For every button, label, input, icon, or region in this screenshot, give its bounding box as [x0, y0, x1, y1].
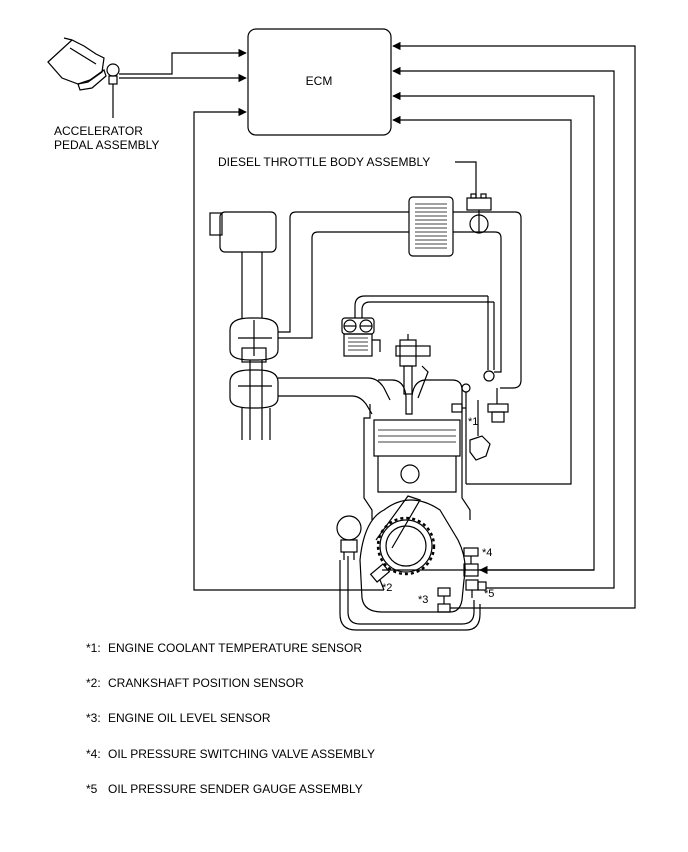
- callout-2: *2: [382, 582, 392, 594]
- ecm-label: ECM: [306, 74, 333, 88]
- callout-1: *1: [468, 416, 478, 428]
- legend-text: ENGINE OIL LEVEL SENSOR: [108, 711, 271, 725]
- sensor-signal-lines: [193, 41, 636, 609]
- legend-text: ENGINE COOLANT TEMPERATURE SENSOR: [108, 641, 363, 655]
- legend-item-3: *3: ENGINE OIL LEVEL SENSOR: [86, 711, 271, 725]
- crankshaft-sensor-icon: [369, 563, 391, 591]
- oil-pressure-sender-icon: [465, 579, 487, 598]
- callout-4: *4: [482, 547, 492, 559]
- accelerator-pedal-icon: [47, 37, 120, 118]
- legend-key: *3:: [86, 711, 101, 725]
- legend-item-1: *1: ENGINE COOLANT TEMPERATURE SENSOR: [86, 641, 362, 655]
- callout-3: *3: [418, 594, 428, 606]
- intake-piping: [278, 211, 522, 389]
- legend-key: *2:: [86, 676, 101, 690]
- legend-item-4: *4: OIL PRESSURE SWITCHING VALVE ASSEMBLY: [86, 747, 375, 761]
- legend-key: *1:: [86, 641, 101, 655]
- pressure-sensor-icon: [487, 388, 509, 423]
- engine-block-icon: [339, 379, 481, 631]
- legend-text: OIL PRESSURE SWITCHING VALVE ASSEMBLY: [108, 747, 375, 761]
- accelerator-label-line1: ACCELERATOR: [54, 124, 143, 138]
- pedal-ecm-wires: [119, 48, 247, 83]
- turbocharger-icon: [229, 317, 391, 440]
- legend-item-5: *5 OIL PRESSURE SENDER GAUGE ASSEMBLY: [86, 782, 363, 796]
- air-cleaner-icon: [209, 211, 277, 318]
- legend-item-2: *2: CRANKSHAFT POSITION SENSOR: [86, 676, 304, 690]
- injector-icon: [395, 334, 431, 399]
- accelerator-label-line2: PEDAL ASSEMBLY: [54, 138, 159, 152]
- ecm-box: ECM: [247, 28, 392, 136]
- legend-key: *5: [86, 782, 98, 796]
- throttle-body-icon: [466, 193, 492, 234]
- coolant-temp-sensor-icon: [451, 383, 491, 484]
- oil-pump-icon: [336, 515, 362, 560]
- legend-text: OIL PRESSURE SENDER GAUGE ASSEMBLY: [108, 782, 363, 796]
- callout-5: *5: [484, 588, 494, 600]
- legend-text: CRANKSHAFT POSITION SENSOR: [108, 676, 304, 690]
- legend-key: *4:: [86, 747, 101, 761]
- intercooler-icon: [408, 196, 454, 257]
- egr-valve-icon: [341, 317, 381, 357]
- throttle-label: DIESEL THROTTLE BODY ASSEMBLY: [218, 155, 430, 169]
- oil-pressure-valve-icon: [463, 547, 594, 577]
- oil-level-sensor-icon: [437, 587, 486, 613]
